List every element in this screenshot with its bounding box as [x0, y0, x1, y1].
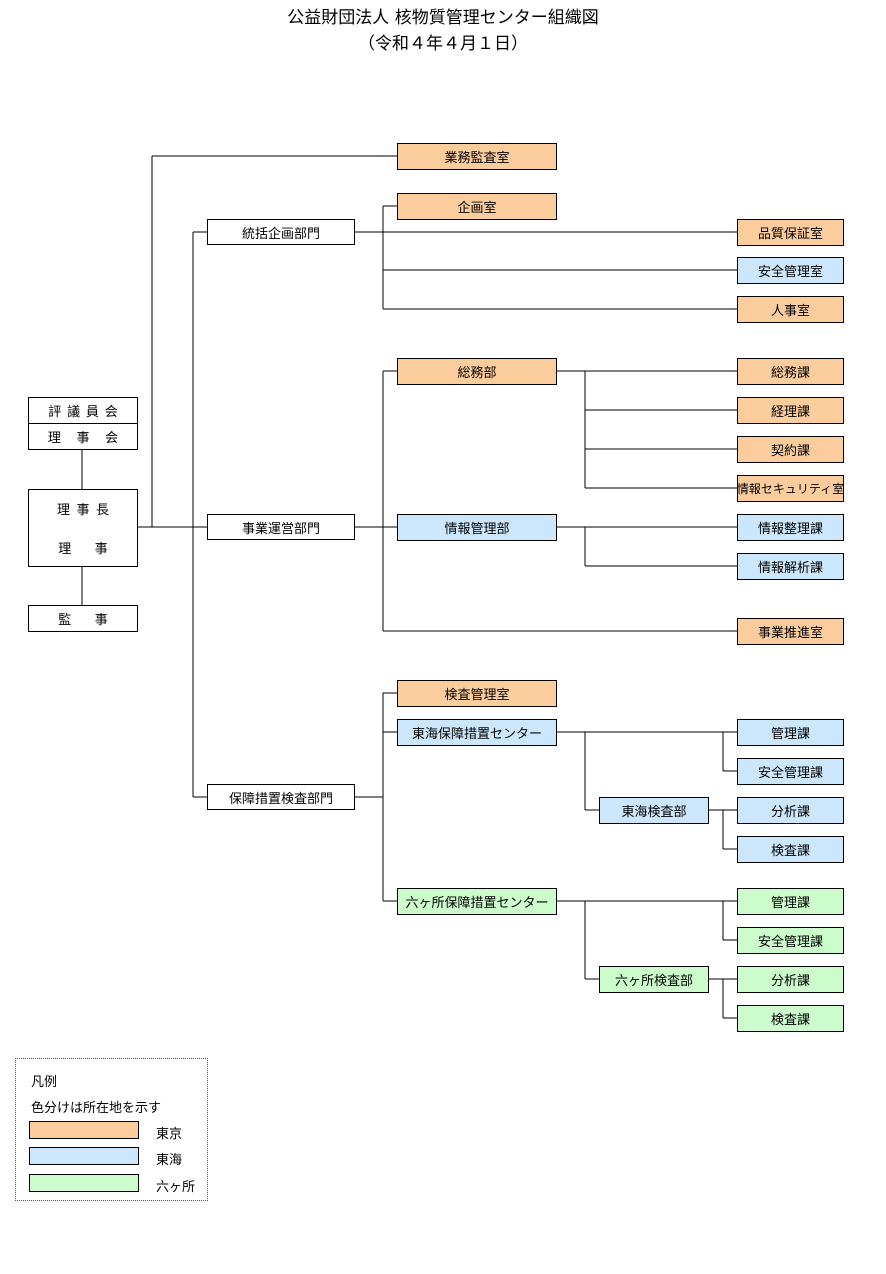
- box-executives: 理事長 理事: [28, 489, 138, 567]
- box-jinji-shitsu: 人事室: [737, 296, 844, 323]
- box-tokai-anzen-kanri-ka: 安全管理課: [737, 758, 844, 785]
- box-tokai-bunseki-ka: 分析課: [737, 797, 844, 824]
- legend-swatch-tokai: [29, 1147, 139, 1165]
- legend-label-rokkasho: 六ヶ所: [156, 1180, 196, 1195]
- box-tokatsu-kikaku-bumon: 統括企画部門: [207, 219, 355, 245]
- box-joho-security-shitsu: 情報セキュリティ室: [737, 475, 844, 502]
- legend-swatch-tokyo: [29, 1121, 139, 1139]
- legend: 凡例 色分けは所在地を示す 東京 東海 六ヶ所: [15, 1058, 208, 1201]
- box-kikaku-shitsu: 企画室: [397, 193, 557, 220]
- box-gyomu-kansa-shitsu: 業務監査室: [397, 143, 557, 170]
- box-rokkasho-kanri-ka: 管理課: [737, 888, 844, 915]
- box-rokkasho-bunseki-ka: 分析課: [737, 966, 844, 993]
- box-riji: 理事: [58, 542, 132, 557]
- box-jigyo-unei-bumon: 事業運営部門: [207, 514, 355, 540]
- chart-title: 公益財団法人 核物質管理センター組織図: [287, 8, 599, 28]
- box-rokkasho-center: 六ヶ所保障措置センター: [397, 888, 557, 915]
- box-kanji: 監事: [28, 605, 138, 632]
- box-jigyo-suishin-shitsu: 事業推進室: [737, 618, 844, 645]
- box-joho-kaiseki-ka: 情報解析課: [737, 553, 844, 580]
- box-hinshitsu-hosho-shitsu: 品質保証室: [737, 219, 844, 246]
- chart-subtitle: （令和４年４月１日）: [358, 34, 528, 54]
- box-tokai-kensa-ka: 検査課: [737, 836, 844, 863]
- box-keiri-ka: 経理課: [737, 397, 844, 424]
- box-tokai-kanri-ka: 管理課: [737, 719, 844, 746]
- box-somu-bu: 総務部: [397, 358, 557, 385]
- box-tokai-kensa-bu: 東海検査部: [599, 797, 709, 824]
- legend-heading: 凡例: [31, 1075, 58, 1090]
- box-kensa-kanri-shitsu: 検査管理室: [397, 680, 557, 707]
- box-rokkasho-kensa-ka: 検査課: [737, 1005, 844, 1032]
- box-anzen-kanri-shitsu: 安全管理室: [737, 257, 844, 284]
- box-rijicho: 理事長: [56, 503, 116, 518]
- legend-swatch-rokkasho: [29, 1174, 139, 1192]
- box-joho-seiri-ka: 情報整理課: [737, 514, 844, 541]
- legend-label-tokai: 東海: [156, 1153, 183, 1168]
- box-hyogiinkai: 評議員会: [28, 397, 138, 424]
- box-somu-ka: 総務課: [737, 358, 844, 385]
- box-joho-kanri-bu: 情報管理部: [397, 514, 557, 541]
- legend-label-tokyo: 東京: [156, 1127, 183, 1142]
- box-keiyaku-ka: 契約課: [737, 436, 844, 463]
- box-rokkasho-kensa-bu: 六ヶ所検査部: [599, 966, 709, 993]
- box-tokai-center: 東海保障措置センター: [397, 719, 557, 746]
- box-rijikai: 理事会: [28, 423, 138, 450]
- box-hosho-sochi-kensa-bumon: 保障措置検査部門: [207, 784, 355, 810]
- box-rokkasho-anzen-kanri-ka: 安全管理課: [737, 927, 844, 954]
- legend-note: 色分けは所在地を示す: [31, 1101, 162, 1116]
